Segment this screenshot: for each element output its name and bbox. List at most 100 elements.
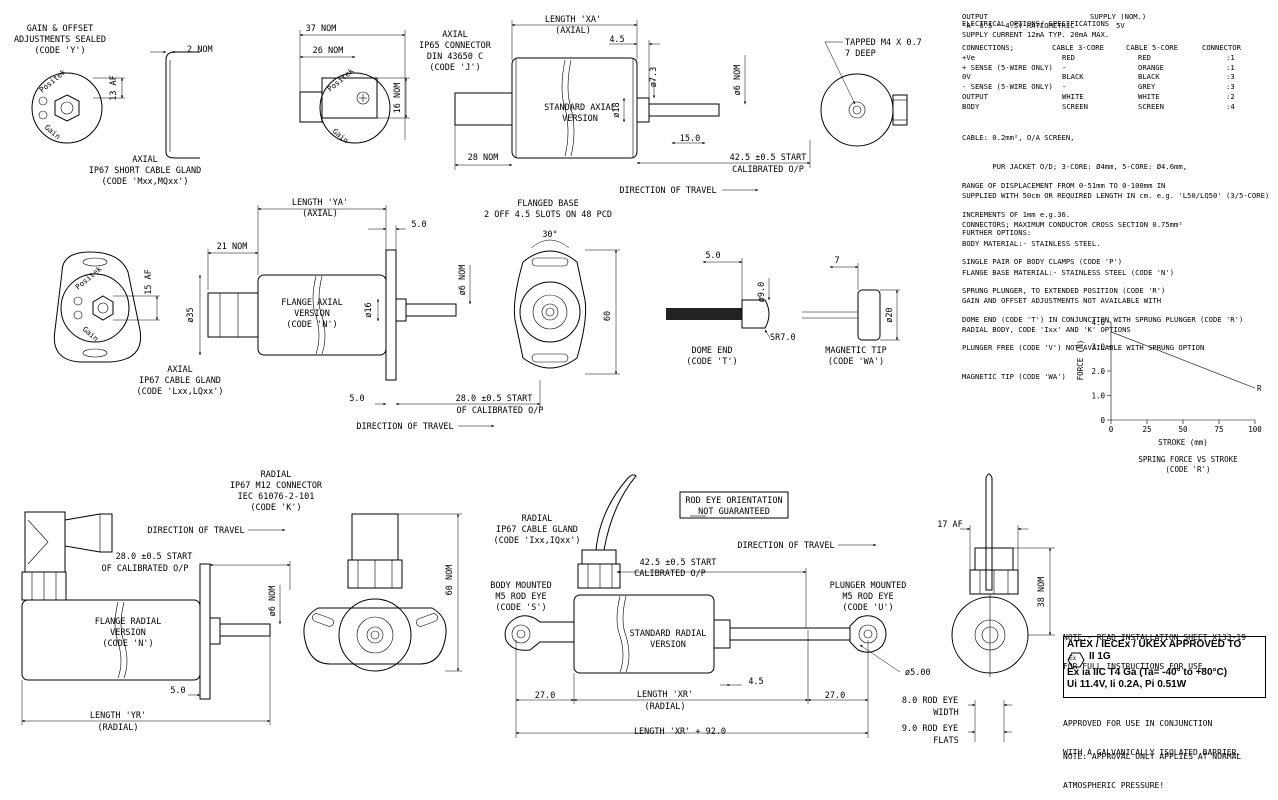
axial-cable-gland-end-view: Positek Gain 15 AF AXIAL IP67 CABLE GLAN…	[53, 251, 224, 397]
atex-group: II 1G	[1089, 651, 1111, 662]
conn-cell-5-0: BODY	[962, 101, 980, 111]
direction-of-travel-3: DIRECTION OF TRAVEL	[147, 526, 244, 536]
axial-short-3: (CODE 'Mxx,MQxx')	[102, 177, 189, 187]
dim-2nom: 2 NOM	[187, 45, 213, 55]
spec-gain-0: GAIN AND OFFSET ADJUSTMENTS NOT AVAILABL…	[962, 296, 1162, 306]
rod-eye-orientation-1: ROD EYE ORIENTATION	[685, 496, 782, 506]
direction-of-travel-4: DIRECTION OF TRAVEL	[737, 541, 834, 551]
body-rod-eye	[504, 615, 575, 651]
ip65-plug	[299, 91, 323, 123]
dim-60nom: 60 NOM	[445, 565, 455, 596]
y-tick-label: 2.0	[1091, 367, 1105, 376]
logo-text-3: Positek	[74, 264, 104, 292]
dim-28nom: 28 NOM	[468, 153, 499, 163]
atex-ex: Ex	[1069, 656, 1077, 662]
spec-further-3: DOME END (CODE 'T') IN CONJUNCTION WITH …	[962, 314, 1244, 324]
atex-line-1: Ex ia IIC T4 Ga (Ta= -40° to +80°C)	[1067, 667, 1228, 678]
dim-dia-5: ø5.00	[905, 668, 931, 678]
flanged-base-outline	[513, 250, 587, 369]
length-yr-1: LENGTH 'YR'	[90, 711, 146, 721]
dome-end-view: 5.0 ø9.0 SR7.0 DOME END (CODE 'T')	[666, 251, 796, 367]
y-tick-label: 3.0	[1091, 343, 1105, 352]
technical-drawing: GAIN & OFFSET ADJUSTMENTS SEALED (CODE '…	[14, 15, 1262, 746]
flanged-base-view: FLANGED BASE 2 OFF 4.5 SLOTS ON 48 PCD 3…	[484, 199, 620, 375]
spec-gain-block: GAIN AND OFFSET ADJUSTMENTS NOT AVAILABL…	[962, 277, 1161, 344]
flange-axial-1: FLANGE AXIAL	[281, 298, 342, 308]
spec-output-v: 5V	[1116, 21, 1125, 30]
hex-nut	[54, 94, 80, 122]
flange-plate-side	[385, 249, 397, 381]
conn-cell-1-1: -	[1062, 62, 1067, 72]
approved-1: WITH A GALVANICALLY ISOLATED BARRIER.	[1063, 747, 1242, 757]
start-42-5-2: CALIBRATED O/P	[732, 165, 804, 175]
dim-30deg: 30°	[542, 230, 557, 240]
length-xa-2: (AXIAL)	[555, 26, 591, 36]
start-28-b-1: 28.0 ±0.5 START	[116, 552, 193, 562]
magnetic-tip-1: MAGNETIC TIP	[825, 346, 886, 356]
radial-cable	[595, 474, 637, 551]
dim-5-0-b: 5.0	[349, 394, 364, 404]
dim-sr7: SR7.0	[770, 333, 796, 343]
conn-cell-1-2: ORANGE	[1138, 62, 1164, 72]
conn-cell-3-2: GREY	[1138, 82, 1156, 92]
x-tick-label: 0	[1109, 425, 1114, 434]
flanged-base-1: FLANGED BASE	[517, 199, 578, 209]
start-28-a-1: 28.0 ±0.5 START	[456, 394, 533, 404]
flange-radial-1: FLANGE RADIAL	[95, 617, 162, 627]
dim-27-a: 27.0	[535, 691, 555, 701]
conn-cell-2-1: BLACK	[1062, 72, 1084, 82]
standard-radial-2: VERSION	[650, 640, 686, 650]
flanged-base-2: 2 OFF 4.5 SLOTS ON 48 PCD	[484, 210, 612, 220]
x-tick-label: 50	[1178, 425, 1188, 434]
series-label-r: R	[1257, 384, 1262, 393]
dim-15af: 15 AF	[144, 269, 154, 295]
m12-housing	[24, 511, 66, 573]
x-tick-label: 25	[1142, 425, 1151, 434]
y-tick-label: 1.0	[1091, 392, 1105, 401]
conn-cell-0-3: :1	[1226, 53, 1235, 62]
plunger-rod-eye	[849, 615, 887, 653]
install-note: NOTE:- READ INSTALLATION SHEET X133-19 F…	[1063, 614, 1246, 681]
flange-axial-plunger	[405, 303, 457, 317]
spec-range-2: BODY MATERIAL:- STAINLESS STEEL.	[962, 238, 1101, 248]
length-xa-1: LENGTH 'XA'	[545, 15, 601, 25]
axial-gland-body	[207, 292, 259, 338]
dim-60: 60	[603, 311, 613, 321]
chart-title-2: (CODE 'R')	[1165, 465, 1210, 474]
axial-connector-housing	[454, 92, 513, 126]
install-note-1: FOR FULL INSTRUCTIONS FOR USE.	[1063, 661, 1208, 671]
spec-supply-hdr: SUPPLY (NOM.)	[1090, 12, 1147, 21]
ip65-label-1: AXIAL	[442, 30, 468, 40]
start-28-a-2: OF CALIBRATED O/P	[457, 406, 544, 416]
radial-m12-3: IEC 61076-2-101	[238, 492, 315, 502]
gain-offset-end-view: GAIN & OFFSET ADJUSTMENTS SEALED (CODE '…	[14, 24, 213, 187]
length-xr-1: LENGTH 'XR'	[637, 690, 693, 700]
conn-header-2: CABLE 5-CORE	[1126, 43, 1178, 52]
conn-cell-0-2: RED	[1138, 53, 1151, 62]
conn-cell-3-3: :3	[1226, 82, 1235, 92]
flange-radial-2: VERSION	[110, 628, 146, 638]
flange-axial-3: (CODE 'N')	[286, 320, 337, 330]
gain-text: Gain	[43, 123, 63, 142]
dim-4-5: 4.5	[609, 35, 624, 45]
spec-cable-3: CONNECTORS; MAXIMUM CONDUCTOR CROSS SECT…	[962, 219, 1183, 229]
conn-cell-2-0: 0V	[962, 72, 971, 82]
atex-title: ATEX / IECEx / UKEX APPROVED TO	[1067, 639, 1242, 650]
standard-axial-drawing: LENGTH 'XA' (AXIAL) STANDARD AXIAL VERSI…	[454, 15, 811, 196]
spec-gain-1: RADIAL BODY, CODE 'Ixx' AND 'K' OPTIONS	[962, 324, 1131, 334]
conn-cell-1-0: + SENSE (5-WIRE ONLY)	[962, 62, 1053, 72]
axial-gland-1: AXIAL	[167, 365, 193, 375]
conn-header-0: CONNECTIONS;	[962, 43, 1014, 52]
ip65-label-4: (CODE 'J')	[429, 63, 480, 73]
install-note-0: NOTE:- READ INSTALLATION SHEET X133-19	[1063, 633, 1247, 642]
dim-26nom: 26 NOM	[313, 46, 344, 56]
dim-dia-16: ø16	[364, 302, 374, 317]
conn-cell-4-3: :2	[1226, 91, 1235, 101]
spec-supply-current: SUPPLY CURRENT 12mA TYP. 20mA MAX.	[962, 30, 1110, 39]
dome-end-2: (CODE 'T')	[686, 357, 737, 367]
start-28-b-2: OF CALIBRATED O/P	[102, 564, 189, 574]
radial-m12-2: IP67 M12 CONNECTOR	[230, 481, 323, 491]
length-xr-2: (RADIAL)	[645, 702, 686, 712]
dim-dia-6-nom: ø6 NOM	[733, 65, 743, 96]
radial-gland-3: (CODE 'Ixx,IQxx')	[494, 536, 581, 546]
